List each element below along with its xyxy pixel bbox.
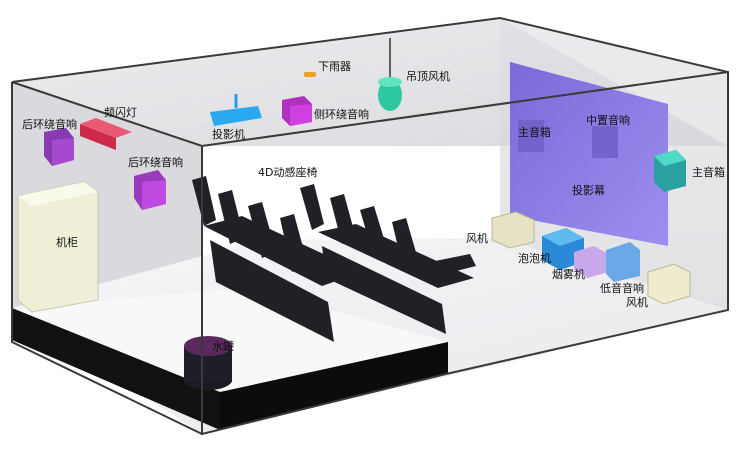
label-side-surround: 侧环绕音响 (314, 107, 369, 121)
stage-platform-front (12, 308, 220, 430)
water-tank-top (184, 336, 232, 356)
label-water-tank: 水罐 (212, 340, 234, 353)
ceiling-fan-body (378, 79, 402, 111)
label-ceiling-fan: 吊顶风机 (406, 69, 450, 83)
stage-platform-side (220, 342, 448, 430)
seats-4d-rows (192, 176, 476, 342)
subwoofer-box (606, 242, 640, 282)
label-cabinet: 机柜 (56, 235, 78, 249)
smoke-machine-box (574, 246, 608, 278)
rear-surround-right-face (142, 180, 166, 210)
label-subwoofer: 低音音响 (600, 281, 644, 295)
label-center-speaker: 中置音响 (586, 113, 630, 127)
projector-box (210, 106, 262, 126)
center-speaker-box (592, 126, 618, 158)
label-fan-right: 风机 (626, 295, 648, 309)
side-surround-face (290, 104, 312, 126)
label-strobe-light: 频闪灯 (104, 105, 137, 119)
label-main-speaker-right: 主音箱 (692, 165, 725, 179)
label-projector: 投影机 (212, 127, 245, 141)
label-rain: 下雨器 (318, 60, 351, 73)
fan-right-box (647, 263, 691, 305)
label-main-speaker-left: 主音箱 (518, 125, 551, 139)
cabinet-top (18, 182, 98, 206)
label-smoke-machine: 烟雾机 (552, 267, 585, 281)
label-screen: 投影幕 (572, 183, 605, 197)
main-speaker-left-box (518, 120, 544, 152)
seat-row-back (192, 176, 362, 342)
rear-surround-left-face (52, 138, 74, 166)
label-fan-left: 风机 (466, 231, 488, 245)
rain-device (304, 72, 316, 77)
fan-left-box (491, 211, 535, 249)
strobe-light-box (80, 124, 116, 150)
projection-screen (510, 62, 668, 246)
label-seats-4d: 4D动感座椅 (258, 165, 317, 179)
room-outline (11, 16, 729, 436)
label-rear-surround-left: 后环绕音响 (22, 117, 77, 131)
label-bubble-machine: 泡泡机 (518, 251, 551, 265)
strobe-light-top (80, 118, 132, 138)
seat-row-front (300, 184, 476, 334)
label-rear-surround-right: 后环绕音响 (128, 155, 183, 169)
stage-platform-top (12, 288, 448, 392)
